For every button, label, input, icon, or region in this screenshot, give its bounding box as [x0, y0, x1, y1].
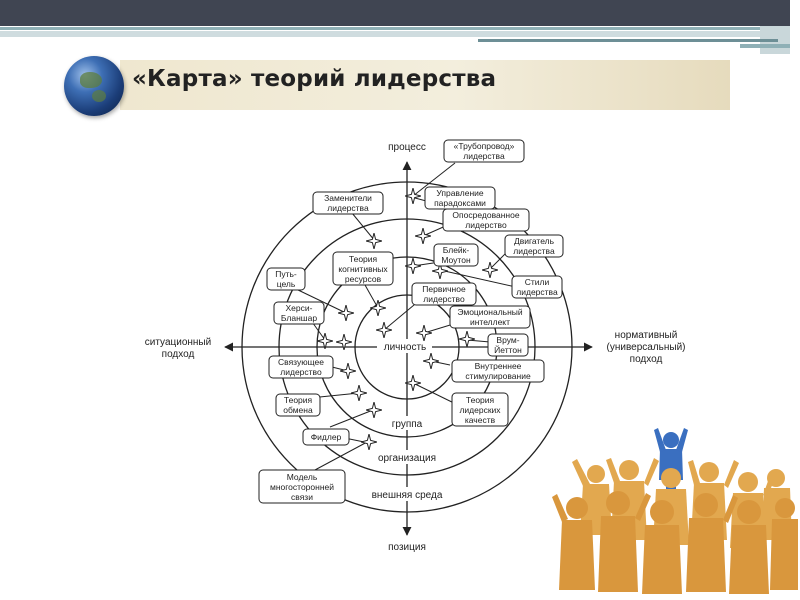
star-marker	[361, 434, 377, 450]
svg-text:Блейк-: Блейк-	[443, 245, 470, 255]
top-bar	[0, 0, 790, 26]
svg-text:ресурсов: ресурсов	[345, 274, 382, 284]
svg-text:обмена: обмена	[283, 405, 313, 415]
svg-text:Путь-: Путь-	[275, 269, 297, 279]
svg-text:интеллект: интеллект	[470, 317, 510, 327]
theory-intrinsic: Внутреннее стимулирование	[451, 359, 545, 383]
star-marker	[376, 322, 392, 338]
axis-top-label: процесс	[388, 142, 426, 153]
ring-label-organization: организация	[378, 453, 436, 464]
axis-right-label: нормативный	[615, 330, 678, 341]
axis-bottom-label: позиция	[388, 542, 426, 553]
svg-text:лидерства: лидерства	[327, 203, 369, 213]
star-marker	[338, 305, 354, 321]
title-band	[120, 60, 730, 110]
crowd-figures	[552, 458, 798, 594]
theory-emotional: Эмоциональный интеллект	[449, 305, 531, 329]
svg-text:Внутреннее: Внутреннее	[475, 361, 522, 371]
theory-mediated: Опосредованное лидерство	[442, 208, 530, 232]
svg-text:Бланшар: Бланшар	[281, 313, 317, 323]
theory-paradox: Управление парадоксами	[424, 186, 496, 210]
svg-text:Теория: Теория	[284, 395, 313, 405]
svg-text:Моутон: Моутон	[441, 255, 471, 265]
star-marker	[351, 385, 367, 401]
svg-text:Эмоциональный: Эмоциональный	[457, 307, 523, 317]
top-divider-light	[0, 31, 760, 37]
globe-land	[92, 90, 106, 102]
svg-text:лидерских: лидерских	[459, 405, 501, 415]
svg-text:Стили: Стили	[525, 277, 550, 287]
svg-text:Первичное: Первичное	[422, 284, 466, 294]
svg-text:Модель: Модель	[287, 472, 318, 482]
star-marker	[366, 233, 382, 249]
star-marker	[459, 331, 475, 347]
svg-text:лидерство: лидерство	[280, 367, 322, 377]
ring-label-group: группа	[392, 419, 423, 430]
svg-text:Двигатель: Двигатель	[514, 236, 555, 246]
svg-text:парадоксами: парадоксами	[434, 198, 486, 208]
svg-text:Йеттон: Йеттон	[494, 344, 522, 355]
star-marker	[415, 228, 431, 244]
theory-primary: Первичное лидерство	[411, 282, 477, 306]
theory-path-goal: Путь- цель	[266, 267, 306, 291]
ring-label-environment: внешняя среда	[372, 490, 443, 501]
theory-fiedler: Фидлер	[302, 428, 350, 446]
svg-text:когнитивных: когнитивных	[338, 264, 388, 274]
svg-text:лидерство: лидерство	[423, 294, 465, 304]
accent-line	[478, 39, 778, 42]
people-illustration	[552, 428, 798, 594]
svg-text:цель: цель	[277, 279, 296, 289]
svg-text:Врум-: Врум-	[496, 335, 519, 345]
svg-text:качеств: качеств	[465, 415, 496, 425]
globe-land	[80, 72, 102, 88]
svg-text:лидерства: лидерства	[513, 246, 555, 256]
svg-text:Управление: Управление	[436, 188, 484, 198]
axis-left-label: ситуационный	[145, 337, 211, 348]
svg-text:Фидлер: Фидлер	[311, 432, 342, 442]
star-marker	[370, 300, 386, 316]
svg-text:Заменители: Заменители	[324, 193, 372, 203]
star-marker	[482, 262, 498, 278]
theory-traits: Теория лидерских качеств	[451, 392, 509, 427]
svg-text:лидерства: лидерства	[516, 287, 558, 297]
star-marker	[423, 353, 439, 369]
svg-text:стимулирование: стимулирование	[465, 371, 531, 381]
svg-text:многосторонней: многосторонней	[270, 482, 334, 492]
svg-text:Опосредованное: Опосредованное	[452, 210, 519, 220]
theory-multilink: Модель многосторонней связи	[258, 469, 346, 504]
svg-text:Херси-: Херси-	[286, 303, 313, 313]
theory-linking: Связующее лидерство	[268, 355, 334, 379]
star-marker	[340, 363, 356, 379]
theory-engine: Двигатель лидерства	[504, 234, 564, 258]
star-marker	[416, 325, 432, 341]
top-divider	[0, 27, 760, 30]
svg-text:лидерство: лидерство	[465, 220, 507, 230]
svg-text:Теория: Теория	[466, 395, 495, 405]
accent-line-short	[740, 44, 790, 48]
svg-text:Связующее: Связующее	[278, 357, 324, 367]
svg-text:лидерства: лидерства	[463, 151, 505, 161]
slide-title: «Карта» теорий лидерства	[132, 66, 497, 92]
theory-pipeline: «Трубопровод» лидерства	[443, 139, 525, 163]
ring-label-personality: личность	[384, 342, 427, 353]
theory-exchange: Теория обмена	[275, 393, 321, 417]
axis-left-label: подход	[162, 349, 195, 360]
theory-blake-mouton: Блейк- Моутон	[433, 243, 479, 267]
svg-text:«Трубопровод»: «Трубопровод»	[454, 141, 515, 151]
theory-styles: Стили лидерства	[511, 275, 563, 299]
theory-hersey-blanchard: Херси- Бланшар	[273, 301, 325, 325]
svg-text:связи: связи	[291, 492, 313, 502]
theory-cognitive: Теория когнитивных ресурсов	[332, 251, 394, 286]
axis-right-label: подход	[630, 354, 663, 365]
svg-text:Теория: Теория	[349, 254, 378, 264]
theory-substitutes: Заменители лидерства	[312, 191, 384, 215]
axis-right-label: (универсальный)	[607, 342, 686, 353]
theory-vroom-yetton: Врум- Йеттон	[487, 333, 529, 357]
star-marker	[366, 402, 382, 418]
